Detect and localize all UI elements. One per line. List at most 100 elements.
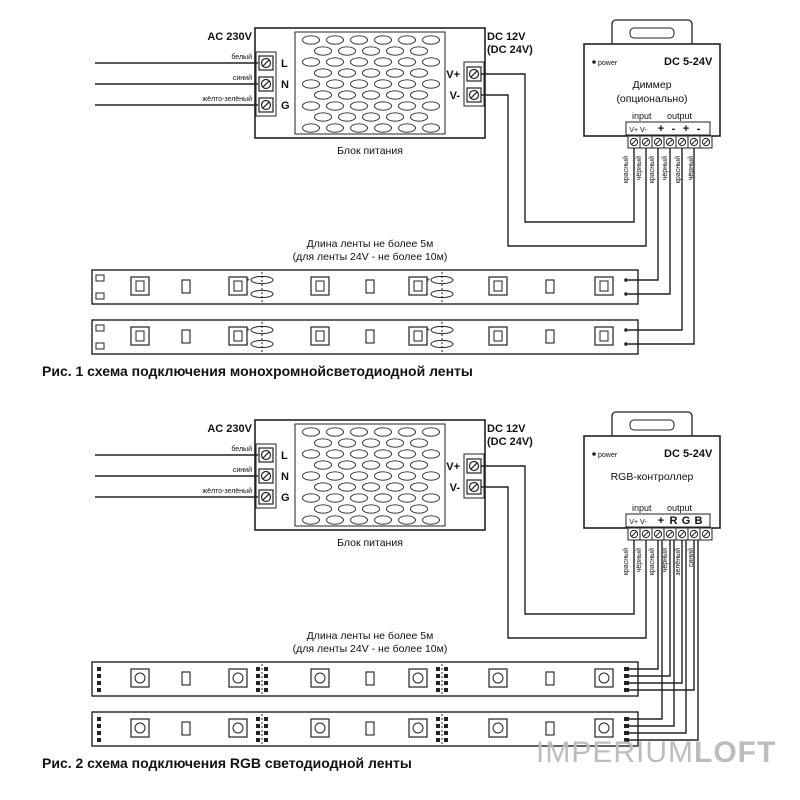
vent-hole <box>302 471 320 481</box>
screw-slot <box>262 101 270 109</box>
screw-slot <box>470 462 478 470</box>
vent-hole <box>314 438 332 448</box>
dc-terminal <box>466 66 482 82</box>
vent-hole <box>350 123 368 133</box>
controller-wire-label: чёрный <box>687 156 695 180</box>
led-chip <box>408 276 428 296</box>
led-chip <box>594 668 614 688</box>
vent-hole <box>362 112 380 122</box>
solder-pad <box>97 674 101 678</box>
solder-pad <box>95 324 105 332</box>
solder-pad <box>256 674 260 678</box>
solder-pad <box>444 717 448 721</box>
ac-terminal-L <box>258 55 274 71</box>
watermark-part-1: IMPERIUM <box>536 736 694 769</box>
led-lens <box>492 722 504 734</box>
dc-terminal-label: V- <box>450 90 461 102</box>
vent-hole <box>422 79 440 89</box>
vent-hole <box>422 515 440 525</box>
led-strip-body <box>91 319 639 355</box>
led-lens <box>492 672 504 684</box>
led-strip-body <box>91 661 639 697</box>
power-led-icon <box>592 60 596 64</box>
led-lens <box>412 672 424 684</box>
led-lens <box>599 330 609 342</box>
controller-voltage-label: DC 5-24V <box>664 448 713 460</box>
controller-power-label: power <box>598 60 618 67</box>
solder-pad <box>97 688 101 692</box>
led-chip <box>310 668 330 688</box>
led-chip <box>408 668 428 688</box>
dc-terminal <box>466 458 482 474</box>
output-wire <box>628 148 683 331</box>
solder-pad <box>256 681 260 685</box>
resistor <box>365 671 375 686</box>
ac-terminal-label: N <box>281 79 289 91</box>
led-lens <box>314 722 326 734</box>
controller-wire-label: чёрный <box>635 548 643 572</box>
resistor <box>365 279 375 294</box>
led-strip: +-+- <box>91 319 639 355</box>
solder-pad <box>624 717 629 721</box>
vent-hole <box>326 471 344 481</box>
controller-output-pin: + <box>658 123 664 135</box>
controller-body <box>583 435 721 529</box>
solder-pad <box>250 275 274 285</box>
controller-output-pin: R <box>670 515 678 527</box>
dc-negative-wire <box>481 486 647 639</box>
pad-dot <box>624 342 628 346</box>
vent-hole <box>386 460 404 470</box>
led-chip <box>488 276 508 296</box>
solder-pad <box>264 681 268 685</box>
output-wire <box>629 540 687 734</box>
led-lens <box>598 672 610 684</box>
solder-pad <box>95 292 105 300</box>
led-chip <box>488 668 508 688</box>
led-chip <box>130 718 150 738</box>
solder-pad <box>444 674 448 678</box>
controller-output-pin: + <box>683 123 689 135</box>
screw-slot <box>703 139 709 145</box>
ac-voltage-label: AC 230V <box>207 423 252 435</box>
solder-pad <box>444 724 448 728</box>
vent-hole <box>398 35 416 45</box>
vent-hole <box>374 515 392 525</box>
vent-hole <box>422 123 440 133</box>
vent-hole <box>398 493 416 503</box>
vent-hole <box>386 68 404 78</box>
vent-hole <box>326 123 344 133</box>
led-lens <box>413 330 423 342</box>
solder-pad <box>624 674 629 678</box>
vent-hole <box>338 438 356 448</box>
ac-terminal-N <box>258 468 274 484</box>
figure-caption: Рис. 2 схема подключения RGB светодиодно… <box>42 755 412 771</box>
screw-slot <box>470 91 478 99</box>
vent-hole <box>350 515 368 525</box>
led-lens <box>315 280 325 292</box>
vent-hole <box>374 471 392 481</box>
dc-negative-wire <box>481 94 647 247</box>
output-wire <box>628 148 671 295</box>
screw-slot <box>703 531 709 537</box>
solder-pad <box>256 667 260 671</box>
vent-hole <box>374 57 392 67</box>
power-supply-label: Блок питания <box>337 145 403 157</box>
controller-wire-label: красный <box>622 156 630 183</box>
vent-hole <box>398 101 416 111</box>
controller-wire-label: синий <box>687 548 695 567</box>
solder-pad <box>256 738 260 742</box>
vent-hole <box>398 471 416 481</box>
vent-hole <box>410 460 428 470</box>
controller-wire-label: красный <box>674 156 682 183</box>
screw-slot <box>655 531 661 537</box>
pad-dot <box>624 328 628 332</box>
solder-pad <box>430 339 454 349</box>
resistor <box>181 721 191 736</box>
screw-slot <box>262 59 270 67</box>
vent-hole <box>410 438 428 448</box>
solder-pad <box>430 289 454 299</box>
vent-hole <box>410 46 428 56</box>
controller-body <box>583 43 721 137</box>
screw-slot <box>643 531 649 537</box>
vent-hole <box>338 112 356 122</box>
